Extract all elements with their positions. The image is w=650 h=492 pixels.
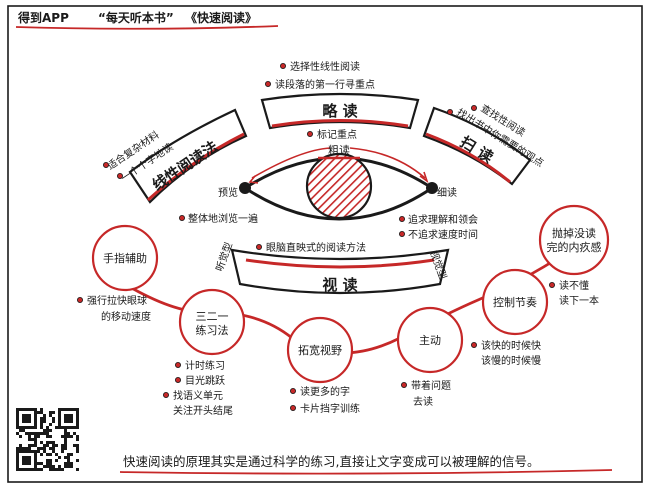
node-finger-assist — [91, 224, 159, 292]
eye-top-label: 粗读 — [328, 143, 350, 157]
node-active — [396, 306, 464, 374]
bullet-dot — [306, 130, 313, 137]
bullet-dot — [255, 243, 262, 250]
bullet-dot — [398, 230, 405, 237]
bullet-dot — [470, 105, 477, 112]
eye-corner-right — [426, 182, 438, 194]
node-321-label-2: 练习法 — [196, 323, 229, 337]
bullet-dot — [289, 404, 296, 411]
bullet-dot — [103, 161, 110, 168]
header-underline — [15, 25, 279, 30]
expand-note-1: 读更多的字 — [300, 385, 350, 398]
eye-below-left: 整体地浏览一遍 — [188, 212, 258, 225]
method-note-1: 计时练习 — [185, 359, 225, 372]
bullet-dot — [289, 387, 296, 394]
node-drop-guilt-label-2: 完的内疚感 — [547, 240, 602, 254]
eye-below-right-2: 不追求速度时间 — [408, 228, 478, 241]
visual-reading-banner: 视 读 — [230, 248, 450, 295]
visual-left-tag: 听觉型 — [213, 240, 235, 273]
bullet-dot — [400, 381, 407, 388]
bullet-dot — [279, 63, 286, 70]
node-expand-vision — [286, 316, 354, 384]
bullet-dot — [178, 214, 185, 221]
bullet-dot — [446, 109, 453, 116]
skim-note-1: 选择性线性阅读 — [290, 60, 360, 73]
finger-note-1: 强行拉快眼球 — [87, 294, 147, 307]
visual-tag: 眼脑直映式的阅读方法 — [266, 241, 366, 254]
node-321-method — [178, 288, 246, 356]
bullet-dot — [264, 81, 271, 88]
footer-summary: 快速阅读的原理其实是通过科学的练习,直接让文字变成可以被理解的信号。 — [123, 454, 539, 469]
qr-code — [16, 408, 79, 471]
eye-right-label: 细读 — [437, 186, 457, 199]
eye-left-label: 预览 — [218, 186, 238, 199]
footer-underline — [119, 469, 613, 475]
header-book: 《快速阅读》 — [185, 10, 257, 25]
visual-reading-label: 视 读 — [322, 276, 357, 294]
active-note-2: 去读 — [413, 395, 433, 408]
node-expand-vision-label: 拓宽视野 — [298, 343, 342, 357]
eye-pupil — [305, 152, 373, 220]
header-source: 得到APP — [17, 10, 69, 25]
skim-note-2: 读段落的第一行寻重点 — [275, 78, 375, 91]
method-note-2: 目光跳跃 — [185, 374, 225, 387]
node-321-label-1: 三二一 — [196, 310, 229, 323]
drop-note-1: 读不懂 — [559, 279, 589, 292]
page-frame — [7, 5, 643, 483]
node-drop-guilt-label-1: 抛掉没读 — [552, 226, 596, 240]
method-note-4: 关注开头结尾 — [173, 404, 233, 417]
header-column: “每天听本书” — [98, 10, 174, 25]
skim-label: 略 读 — [322, 102, 357, 120]
skim-banner: 略 读 — [260, 92, 420, 130]
bullet-dot — [162, 391, 169, 398]
eye-corner-left — [239, 182, 251, 194]
active-note-1: 带着问题 — [411, 379, 451, 392]
eye-graphic — [239, 147, 438, 221]
node-active-label: 主动 — [419, 334, 441, 347]
bullet-dot — [470, 341, 477, 348]
node-control-rhythm — [481, 268, 549, 336]
node-finger-assist-label: 手指辅助 — [103, 251, 147, 265]
bullet-dot — [174, 376, 181, 383]
method-note-3: 找语义单元 — [173, 389, 223, 402]
rhythm-note-1: 该快的时候快 — [481, 339, 541, 352]
eye-below-right-1: 追求理解和领会 — [408, 213, 478, 226]
bullet-dot — [117, 172, 124, 179]
node-drop-guilt — [538, 204, 610, 276]
bullet-dot — [398, 215, 405, 222]
bullet-dot — [174, 361, 181, 368]
node-control-rhythm-label: 控制节奏 — [493, 295, 537, 309]
finger-note-2: 的移动速度 — [101, 310, 151, 323]
bullet-dot — [549, 281, 556, 288]
scan-banner: 扫 读 — [422, 106, 532, 186]
rhythm-note-2: 该慢的时候慢 — [481, 354, 541, 367]
drop-note-2: 读下一本 — [559, 294, 599, 307]
bullet-dot — [77, 296, 84, 303]
expand-note-2: 卡片挡字训练 — [300, 402, 360, 415]
skim-tag: 标记重点 — [317, 128, 357, 141]
